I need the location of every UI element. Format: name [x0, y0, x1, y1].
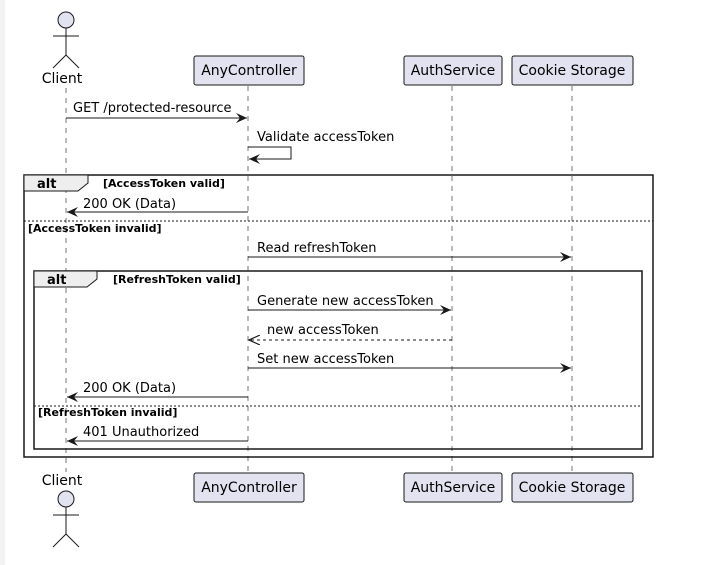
- message-label-5: Generate new accessToken: [257, 294, 434, 309]
- actor-right-leg: [65, 54, 80, 69]
- participant-label-client-top: Client: [42, 71, 83, 87]
- fragment-outer-else-guard: [AccessToken invalid]: [28, 222, 162, 235]
- message-label-9: 401 Unauthorized: [83, 425, 199, 440]
- fragment-outer-keyword: alt: [37, 177, 56, 192]
- participant-cookie-bottom: Cookie Storage: [511, 472, 634, 503]
- message-label-3: 200 OK (Data): [83, 197, 176, 212]
- message-arrow-2: [248, 146, 292, 164]
- message-label-1: GET /protected-resource: [73, 101, 232, 116]
- participant-cookie-top: Cookie Storage: [511, 55, 634, 86]
- participant-label-auth-top: AuthService: [411, 63, 496, 79]
- participant-controller-top: AnyController: [193, 55, 305, 86]
- actor-head: [57, 11, 75, 29]
- fragment-inner-alt: alt [RefreshToken valid] [RefreshToken i…: [33, 270, 643, 450]
- participant-client-bottom: Client: [42, 473, 83, 548]
- participant-auth-bottom: AuthService: [403, 472, 503, 503]
- message-label-6: new accessToken: [267, 323, 379, 338]
- participant-label-auth-bottom: AuthService: [411, 480, 496, 496]
- fragment-inner-else-guard: [RefreshToken invalid]: [38, 406, 177, 419]
- participant-label-cookie-bottom: Cookie Storage: [519, 480, 626, 496]
- actor-head: [57, 490, 75, 508]
- message-label-2: Validate accessToken: [257, 130, 394, 145]
- fragment-outer-guard: [AccessToken valid]: [103, 177, 225, 190]
- fragment-outer-tab: [23, 174, 89, 192]
- actor-left-leg: [52, 54, 67, 69]
- actor-right-leg: [65, 533, 80, 548]
- participant-label-cookie-top: Cookie Storage: [519, 63, 626, 79]
- participant-label-client-bottom: Client: [42, 473, 83, 489]
- fragment-inner-tab: [33, 270, 98, 288]
- participant-controller-bottom: AnyController: [193, 472, 305, 503]
- left-edge-strip: [0, 0, 5, 565]
- fragment-inner-guard: [RefreshToken valid]: [113, 273, 241, 286]
- participant-client-top: Client: [42, 11, 83, 87]
- participant-label-controller-bottom: AnyController: [201, 480, 297, 496]
- actor-left-leg: [52, 533, 67, 548]
- participant-label-controller-top: AnyController: [201, 63, 297, 79]
- participant-auth-top: AuthService: [403, 55, 503, 86]
- fragment-outer-alt: alt [AccessToken valid] [AccessToken inv…: [23, 174, 654, 458]
- message-label-4: Read refreshToken: [257, 241, 377, 256]
- message-label-8: 200 OK (Data): [83, 381, 176, 396]
- message-label-7: Set new accessToken: [257, 352, 394, 367]
- fragment-inner-keyword: alt: [47, 273, 66, 288]
